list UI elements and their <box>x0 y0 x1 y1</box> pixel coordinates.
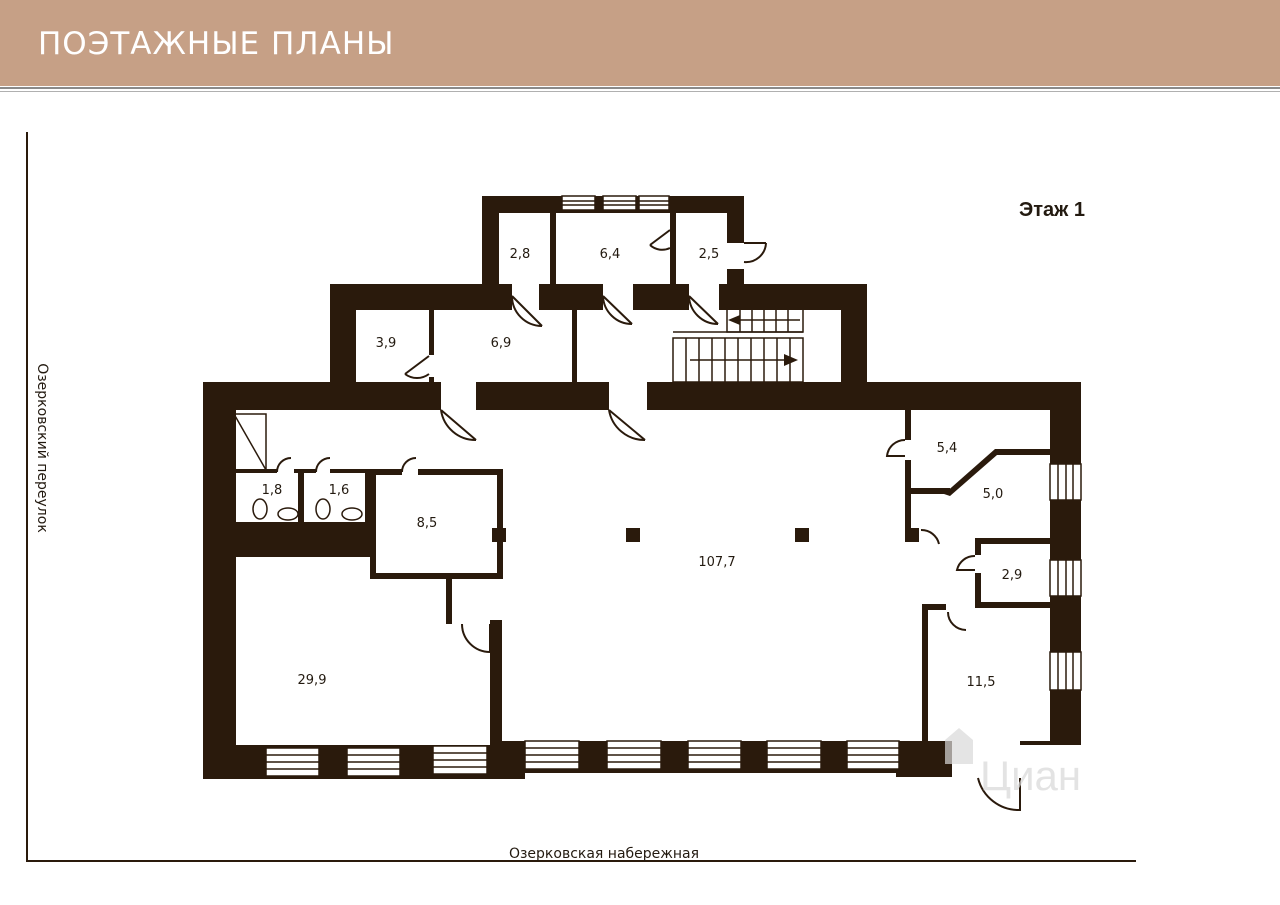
room-label: 29,9 <box>298 673 327 688</box>
window-bottom <box>606 740 662 770</box>
room-label: 2,5 <box>699 247 720 262</box>
cian-logo-icon <box>945 728 973 764</box>
window-right <box>1049 559 1082 597</box>
page-title: ПОЭТАЖНЫЕ ПЛАНЫ <box>38 26 395 62</box>
interior-walls <box>236 210 1050 746</box>
window-top <box>561 195 596 211</box>
header-banner: ПОЭТАЖНЫЕ ПЛАНЫ <box>0 0 1280 86</box>
room-label: 1,8 <box>262 483 283 498</box>
room-label: 11,5 <box>967 675 996 690</box>
window-bottom <box>766 740 822 770</box>
floor-label: Этаж 1 <box>1019 199 1085 221</box>
room-label: 5,4 <box>937 441 958 456</box>
fixtures <box>233 413 363 521</box>
door-swings <box>276 229 1021 812</box>
toilet-icon <box>315 498 331 520</box>
window-top <box>638 195 670 211</box>
toilet-icon <box>252 498 268 520</box>
window-right <box>1049 651 1082 691</box>
room-labels: 2,8 6,4 2,5 3,9 6,9 5,4 5,0 1,8 1,6 8,5 … <box>262 247 1023 690</box>
sink-icon <box>341 507 363 521</box>
window-bottom <box>687 740 742 770</box>
header-divider-thin <box>0 91 1280 92</box>
window-bottom <box>265 747 320 777</box>
room-label: 6,9 <box>491 336 512 351</box>
stair-arrows <box>728 315 798 366</box>
window-bottom <box>346 747 401 777</box>
window-right <box>1049 463 1082 501</box>
site-boundary <box>26 132 1136 862</box>
room-label: 2,9 <box>1002 568 1023 583</box>
street-label-left: Озерковский переулок <box>34 363 50 533</box>
window-bottom <box>846 740 900 770</box>
watermark-text: Циан <box>980 752 1081 799</box>
window-top <box>602 195 637 211</box>
room-label: 6,4 <box>600 247 621 262</box>
watermark: Циан <box>945 728 1081 799</box>
room-label: 3,9 <box>376 336 397 351</box>
window-bottom <box>524 740 580 770</box>
room-label: 5,0 <box>983 487 1004 502</box>
sink-icon <box>277 507 299 521</box>
windows <box>265 195 1082 777</box>
room-label: 8,5 <box>417 516 438 531</box>
room-label: 1,6 <box>329 483 350 498</box>
window-bottom <box>432 745 488 775</box>
street-label-bottom: Озерковская набережная <box>509 846 699 862</box>
room-label: 107,7 <box>698 555 735 570</box>
header-divider <box>0 87 1280 89</box>
room-label: 2,8 <box>510 247 531 262</box>
